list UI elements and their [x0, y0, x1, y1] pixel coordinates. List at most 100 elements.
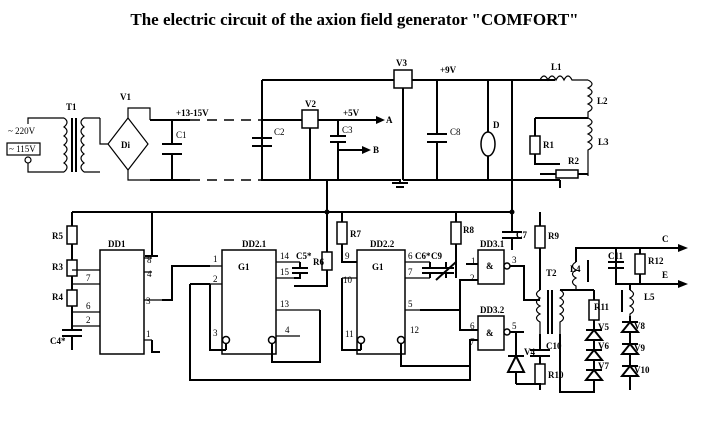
output-e-arrow — [678, 280, 688, 288]
v10-label: V10 — [634, 365, 650, 375]
capacitor-c8 — [427, 80, 447, 180]
c2-label: C2 — [274, 127, 285, 137]
dd22-pin11: 11 — [345, 329, 354, 339]
dd32-label: DD3.2 — [480, 305, 505, 315]
dd21-pin2: 2 — [213, 274, 218, 284]
dd21-label: DD2.1 — [242, 239, 267, 249]
capacitor-c11 — [608, 247, 678, 270]
c9-label: C9 — [431, 251, 442, 261]
dd1-pin1: 1 — [146, 329, 151, 339]
dd22-feedback-wire — [341, 278, 362, 351]
capacitor-c5 — [292, 262, 308, 279]
inductor-l2 — [586, 79, 593, 118]
capacitor-c6 — [422, 262, 438, 278]
l3-label: L3 — [598, 137, 609, 147]
plus9v-label: +9V — [440, 65, 457, 75]
dd21-pin3: 3 — [213, 328, 218, 338]
dd32-and-glyph: & — [486, 328, 494, 338]
dd1-pin6: 6 — [86, 301, 91, 311]
dd21-pin13: 13 — [280, 299, 290, 309]
dd22-pins — [342, 261, 430, 311]
v2-wiring — [309, 119, 376, 180]
gate-dd31 — [477, 249, 505, 285]
resistor-r7 — [336, 221, 348, 245]
r1-wiring — [534, 117, 588, 165]
ground-symbol — [392, 182, 408, 188]
resistor-r4 — [66, 289, 78, 307]
dd1-to-dd21-wire — [162, 265, 210, 301]
r8-label: R8 — [463, 225, 474, 235]
v6-label: V6 — [598, 341, 609, 351]
r2-label: R2 — [568, 156, 579, 166]
output-c-label: C — [662, 234, 669, 244]
t2-primary — [535, 289, 542, 334]
dd31-pin2: 2 — [470, 273, 475, 283]
t2-label: T2 — [546, 268, 557, 278]
dd21-feedback-wire — [209, 284, 227, 351]
c6-label: C6* — [415, 251, 431, 261]
l1-label: L1 — [551, 62, 562, 72]
dd1-pin8: 8 — [147, 255, 152, 265]
diode-chain-v8-v10 — [619, 284, 641, 390]
diagram-title: The electric circuit of the axion field … — [130, 10, 579, 29]
dd32-pin7: 7 — [470, 337, 475, 347]
dd31-out-bubble — [503, 262, 511, 270]
r12-wiring — [615, 248, 678, 285]
c1-wiring — [150, 119, 190, 181]
v1-label: V1 — [120, 92, 131, 102]
dd1-ground-wire — [151, 340, 160, 353]
dd21-pin14: 14 — [280, 251, 290, 261]
output-b-arrow — [362, 146, 371, 154]
chip-dd22 — [356, 249, 406, 355]
output-a-label: A — [386, 115, 393, 125]
resistor-r5 — [66, 225, 78, 245]
t2-ground-wire — [516, 383, 541, 390]
dd22-pin12: 12 — [410, 325, 419, 335]
input-voltage-label: +13-15V — [176, 108, 209, 118]
dd1-pin2: 2 — [86, 315, 91, 325]
r7-label: R7 — [350, 229, 361, 239]
c7-label: C7 — [516, 230, 527, 240]
dd22-pin6: 6 — [408, 251, 413, 261]
dd32-pin6: 6 — [470, 321, 475, 331]
inductor-l4 — [571, 261, 578, 290]
dd21-pin1: 1 — [213, 254, 218, 264]
dd1-pin3: 3 — [146, 296, 151, 306]
d-label: D — [493, 120, 500, 130]
output-e-label: E — [662, 270, 668, 280]
resistor-r12 — [634, 253, 646, 275]
resistor-r1 — [529, 135, 541, 155]
t2-secondary — [558, 289, 565, 334]
dd21-g1-label: G1 — [238, 262, 250, 272]
chip-dd1 — [99, 249, 145, 355]
v8-label: V8 — [634, 321, 645, 331]
r12-label: R12 — [648, 256, 664, 266]
dd1-left-pins — [72, 269, 100, 327]
c10-label: C10 — [546, 341, 562, 351]
dd22-pin9: 9 — [345, 251, 350, 261]
plus5v-label: +5V — [343, 108, 360, 118]
dd21-pin4: 4 — [285, 325, 290, 335]
r10-label: R10 — [548, 370, 564, 380]
resistor-r3 — [66, 259, 78, 277]
mains-220-label: ~ 220V — [8, 126, 36, 136]
l5-label: L5 — [644, 292, 655, 302]
dd22-pin5: 5 — [408, 299, 413, 309]
dd22-label: DD2.2 — [370, 239, 395, 249]
regulator-v2 — [301, 109, 319, 129]
resistor-r9 — [534, 225, 546, 249]
dd21-pins — [210, 261, 320, 337]
c1-label: C1 — [176, 130, 187, 140]
diode-chain-v5-v7 — [559, 320, 605, 393]
r2-wiring — [540, 173, 588, 188]
capacitor-c3 — [330, 120, 362, 180]
resistor-r6 — [321, 251, 333, 271]
dd21-pin4-bubble — [267, 335, 277, 345]
l4-label: L4 — [570, 264, 581, 274]
v3-label: V3 — [396, 58, 407, 68]
r1-label: R1 — [543, 140, 554, 150]
inductor-l5 — [628, 289, 635, 316]
capacitor-c4 — [62, 306, 82, 350]
c11-label: C11 — [608, 251, 624, 261]
